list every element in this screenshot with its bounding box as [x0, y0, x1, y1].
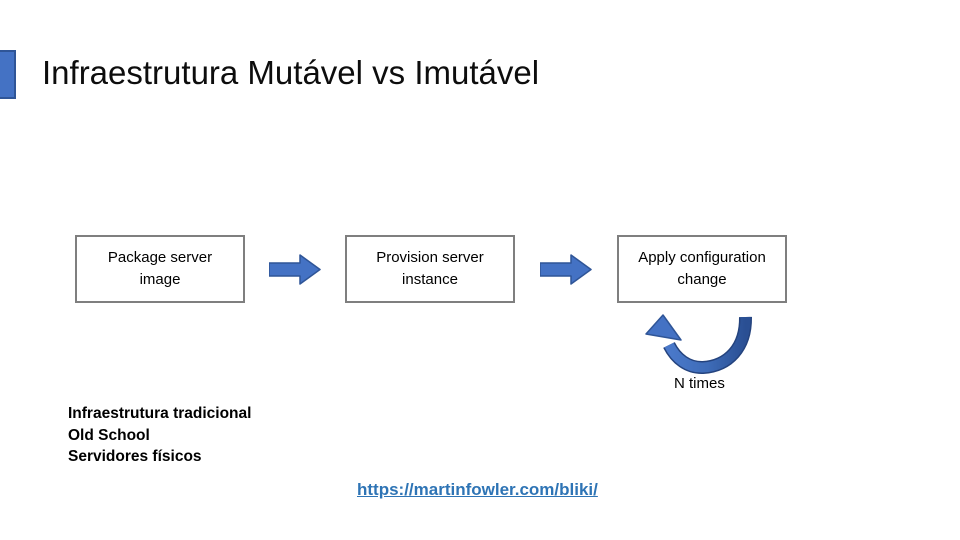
slide-accent-bar [0, 50, 16, 99]
step-label-line: image [139, 271, 181, 288]
loop-arrow-icon [645, 314, 753, 374]
step-box-provision-server-instance: Provision server instance [345, 235, 515, 303]
flow-arrow-icon [540, 254, 592, 285]
note-line: Servidores físicos [68, 448, 202, 465]
step-box-apply-configuration-change: Apply configuration change [617, 235, 787, 303]
martinfowler-link[interactable]: https://martinfowler.com/bliki/ [357, 480, 598, 499]
flow-arrow-icon [269, 254, 321, 285]
step-label: Package server image [108, 247, 212, 291]
slide-title: Infraestrutura Mutável vs Imutável [42, 54, 540, 91]
step-label-line: Apply configuration [638, 249, 766, 266]
reference-link-row: https://martinfowler.com/bliki/ [357, 480, 598, 500]
step-label: Apply configuration change [638, 247, 766, 291]
tradition-note: Infraestrutura tradicional Old School Se… [68, 403, 251, 468]
note-line: Old School [68, 426, 150, 444]
step-label-line: Provision server [376, 249, 484, 266]
step-label-line: change [677, 271, 727, 288]
step-box-package-server-image: Package server image [75, 235, 245, 303]
step-label-line: instance [402, 271, 458, 288]
step-label-line: Package server [107, 249, 213, 266]
note-line: Infraestrutura tradicional [68, 405, 252, 422]
loop-count-label: N times [674, 375, 725, 392]
step-label: Provision server instance [376, 247, 484, 291]
